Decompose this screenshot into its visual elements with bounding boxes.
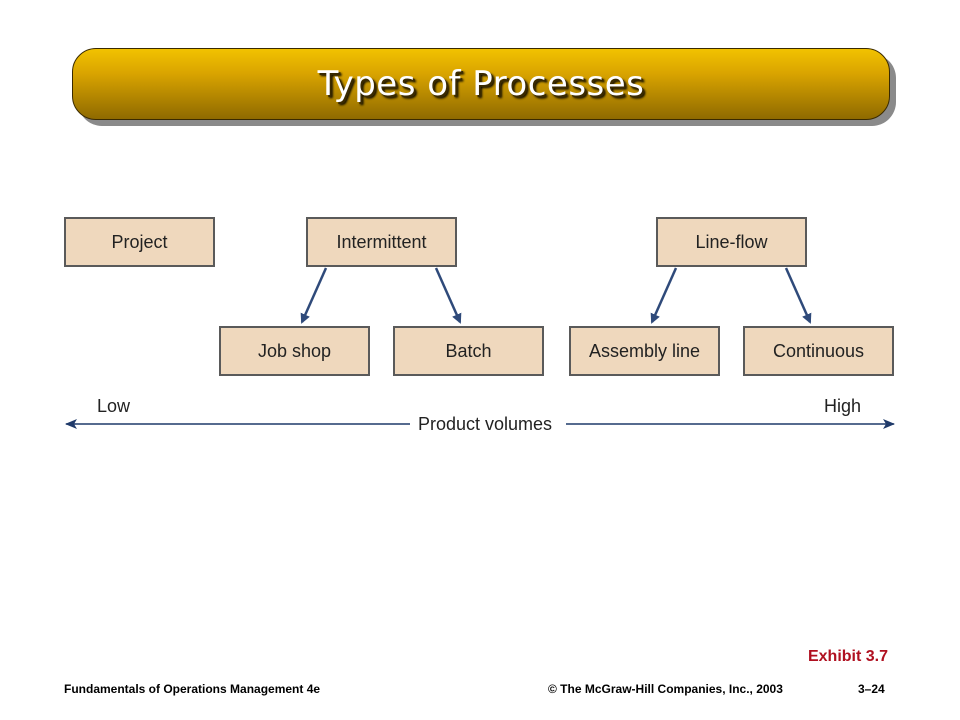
exhibit-label: Exhibit 3.7 <box>807 648 888 665</box>
arrow-line-flow-to-assembly-line <box>650 267 678 324</box>
node-batch: Batch <box>393 326 544 376</box>
arrow-intermittent-to-batch <box>434 267 462 324</box>
node-line-flow: Line-flow <box>656 217 807 267</box>
title-bar: Types of Processes <box>72 48 890 120</box>
axis-title: Product volumes <box>418 414 553 434</box>
axis-high-label: High <box>824 396 862 416</box>
node-continuous: Continuous <box>743 326 894 376</box>
footer-page-number: 3–24 <box>858 682 885 696</box>
node-project: Project <box>64 217 215 267</box>
arrow-intermittent-to-job-shop <box>300 267 328 324</box>
slide-title: Types of Processes <box>317 64 645 104</box>
footer-book-title: Fundamentals of Operations Management 4e <box>64 682 321 696</box>
axis-low-label: Low <box>97 396 131 416</box>
arrow-line-flow-to-continuous <box>784 267 812 324</box>
footer-copyright: © The McGraw-Hill Companies, Inc., 2003 <box>548 682 783 696</box>
node-intermittent: Intermittent <box>306 217 457 267</box>
node-job-shop: Job shop <box>219 326 370 376</box>
node-assembly-line: Assembly line <box>569 326 720 376</box>
